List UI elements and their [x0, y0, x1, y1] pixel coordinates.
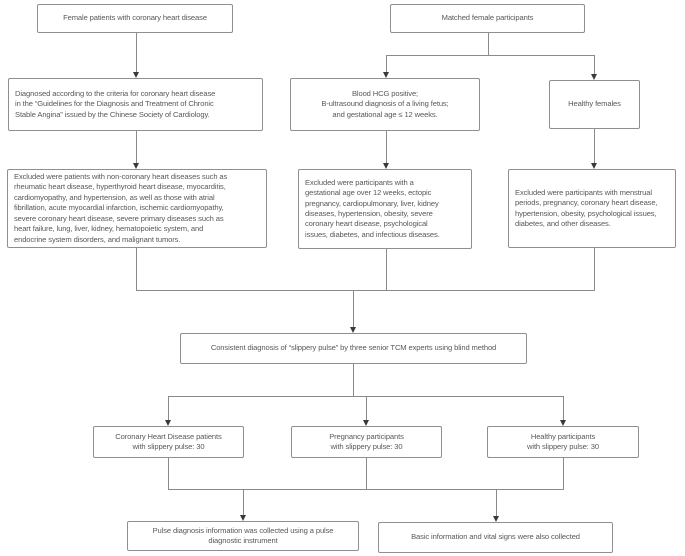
connector-matched-split [386, 55, 595, 56]
connector-healthy-group-down [563, 458, 564, 489]
node-basic-info-collection: Basic information and vital signs were a… [378, 522, 613, 553]
arrowhead-basic-collection [493, 516, 499, 522]
connector-bus-diagnosis [136, 290, 595, 291]
connector-to-pregnancy-exclusion [386, 131, 387, 163]
arrowhead-diagnosis [350, 327, 356, 333]
node-healthy-group-30: Healthy participants with slippery pulse… [487, 426, 639, 458]
connector-chd-to-criteria [136, 33, 137, 72]
arrowhead-pregnancy-group [363, 420, 369, 426]
connector-pregnancy-group-down [366, 458, 367, 489]
connector-chd-to-bus [136, 248, 137, 290]
connector-to-healthy-group [563, 396, 564, 420]
node-chd-diagnosis-criteria: Diagnosed according to the criteria for … [8, 78, 263, 131]
connector-to-pregnancy-group [366, 396, 367, 420]
arrowhead-healthy-exclusion [591, 163, 597, 169]
arrowhead-pulse-collection [240, 515, 246, 521]
arrowhead-healthy-group [560, 420, 566, 426]
connector-to-pregnancy-criteria [386, 55, 387, 72]
node-healthy-exclusion: Excluded were participants with menstrua… [508, 169, 676, 248]
node-pregnancy-exclusion: Excluded were participants with a gestat… [298, 169, 472, 249]
connector-to-basic-collection [496, 489, 497, 516]
node-matched-female-participants: Matched female participants [390, 4, 585, 33]
arrowhead-to-pregnancy-criteria [383, 72, 389, 78]
connector-pregnancy-to-bus [386, 249, 387, 290]
node-pulse-data-collection: Pulse diagnosis information was collecte… [127, 521, 359, 551]
arrowhead-to-healthy [591, 74, 597, 80]
node-chd-exclusion: Excluded were patients with non-coronary… [7, 169, 267, 248]
connector-diagnosis-stem [353, 364, 354, 396]
connector-to-healthy-exclusion [594, 129, 595, 163]
node-pregnancy-criteria: Blood HCG positive; B-ultrasound diagnos… [290, 78, 480, 131]
arrowhead-chd-exclusion [133, 163, 139, 169]
connector-bus-to-diagnosis [353, 290, 354, 327]
node-healthy-females: Healthy females [549, 80, 640, 129]
node-chd-group-30: Coronary Heart Disease patients with sli… [93, 426, 244, 458]
arrowhead-chd-group [165, 420, 171, 426]
node-pregnancy-group-30: Pregnancy participants with slippery pul… [291, 426, 442, 458]
arrowhead-pregnancy-exclusion [383, 163, 389, 169]
connector-matched-stem [488, 33, 489, 55]
connector-to-healthy [594, 55, 595, 74]
connector-chd-group-down [168, 458, 169, 489]
connector-to-chd-group [168, 396, 169, 420]
connector-healthy-to-bus [594, 248, 595, 290]
node-female-chd-patients: Female patients with coronary heart dise… [37, 4, 233, 33]
connector-criteria-to-chd-exclusion [136, 131, 137, 163]
connector-to-pulse-collection [243, 489, 244, 515]
arrowhead-chd-to-criteria [133, 72, 139, 78]
node-slippery-pulse-diagnosis: Consistent diagnosis of “slippery pulse”… [180, 333, 527, 364]
connector-bus-collection [168, 489, 564, 490]
